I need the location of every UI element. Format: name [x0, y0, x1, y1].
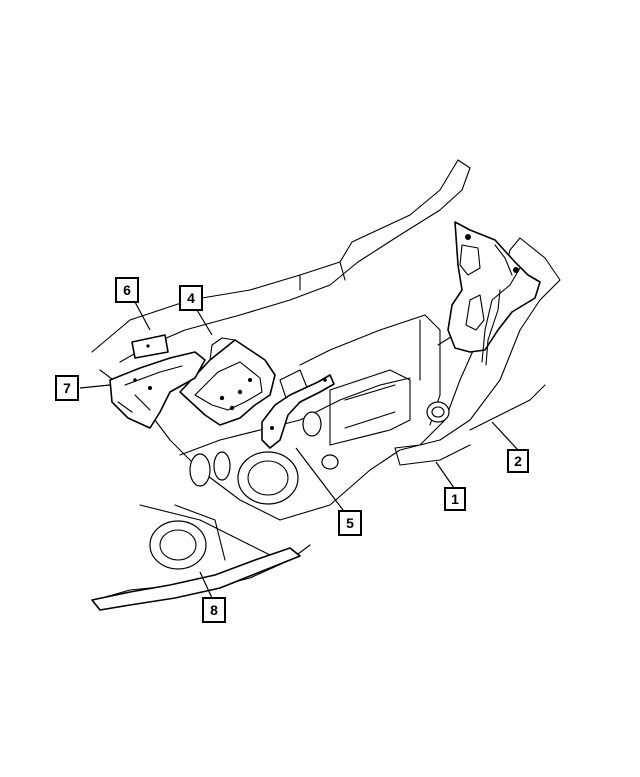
- part-4-bracket: [179, 337, 276, 426]
- callout-4: 4: [179, 285, 203, 311]
- part-8-cover: [91, 547, 301, 611]
- part-6-plate: [131, 334, 169, 359]
- callout-6: 6: [115, 277, 139, 303]
- leader-lines: [79, 301, 519, 599]
- callout-7: 7: [55, 375, 79, 401]
- callout-5: 5: [338, 510, 362, 536]
- callout-5-label: 5: [346, 515, 354, 531]
- callout-8: 8: [202, 597, 226, 623]
- callout-1: 1: [444, 487, 466, 511]
- callout-2: 2: [507, 449, 529, 473]
- lower-round-opening: [149, 520, 207, 570]
- mid-round-opening: [237, 451, 299, 505]
- callout-2-label: 2: [514, 453, 522, 469]
- callout-8-label: 8: [210, 602, 218, 618]
- part-5-brace: [261, 374, 335, 449]
- part-7-bracket: [109, 351, 206, 429]
- callout-7-label: 7: [63, 380, 71, 396]
- part-2-side-insulator: [447, 221, 541, 366]
- callout-1-label: 1: [451, 491, 459, 507]
- callout-6-label: 6: [123, 282, 131, 298]
- callout-4-label: 4: [187, 290, 195, 306]
